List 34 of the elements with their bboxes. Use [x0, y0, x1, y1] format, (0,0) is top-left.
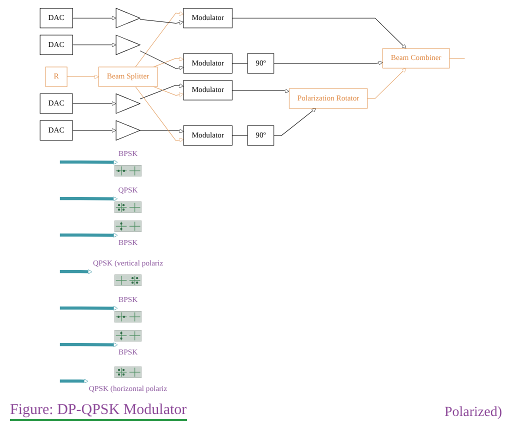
figure-caption: Figure: DP-QPSK Modulator [10, 402, 187, 421]
arrow [232, 18, 406, 49]
annotation-text: Polarized) [444, 405, 502, 421]
arrow [72, 101, 116, 106]
connector [232, 135, 248, 136]
arrow [367, 68, 406, 99]
arrow [153, 56, 184, 68]
connector [232, 63, 248, 64]
arrow [66, 74, 99, 80]
arrow [140, 83, 184, 100]
node-triangle [116, 34, 141, 56]
node-triangle [116, 8, 141, 28]
arrow [274, 60, 383, 66]
arrow [232, 88, 290, 94]
arrow [72, 128, 116, 133]
arrow [140, 128, 184, 134]
arrow [135, 86, 184, 142]
arrow [140, 19, 184, 25]
arrow [60, 269, 92, 274]
arrow [60, 306, 118, 311]
arrow [60, 233, 118, 238]
connector [449, 58, 466, 59]
node-triangle [116, 120, 141, 141]
arrow [60, 378, 88, 384]
arrow [60, 160, 118, 165]
arrow [135, 11, 184, 68]
arrow [274, 108, 316, 136]
arrow [60, 196, 118, 202]
arrow [60, 342, 118, 348]
arrow [72, 42, 116, 48]
arrow [140, 50, 184, 70]
node-triangle [116, 93, 141, 114]
arrow [153, 86, 184, 97]
arrow [72, 16, 116, 20]
